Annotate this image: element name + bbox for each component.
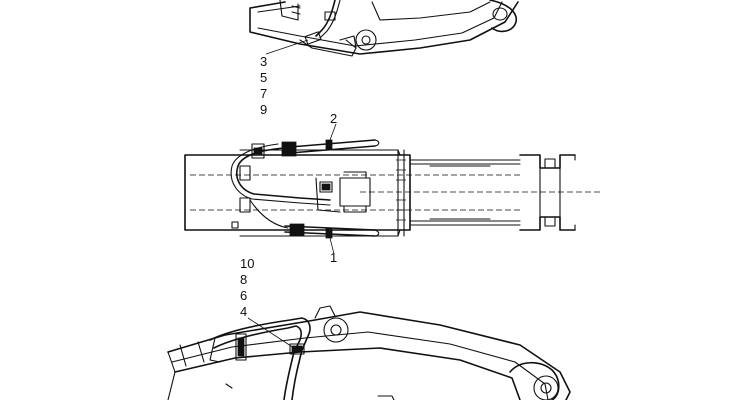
callout-label: 6 xyxy=(240,288,247,303)
callout-label: 4 xyxy=(240,304,247,319)
callout-group-bottom: 10 8 6 4 xyxy=(240,256,254,319)
callout-label: 5 xyxy=(260,70,267,85)
callout-label: 2 xyxy=(330,111,337,126)
callout-group-top: 3 5 7 9 xyxy=(260,54,267,117)
callout-middle-upper: 2 xyxy=(330,111,337,126)
callout-label: 9 xyxy=(260,102,267,117)
callout-label: 1 xyxy=(330,250,337,265)
callout-label: 10 xyxy=(240,256,254,271)
callout-label: 8 xyxy=(240,272,247,287)
callout-label: 7 xyxy=(260,86,267,101)
callout-label: 3 xyxy=(260,54,267,69)
middle-plan-view xyxy=(184,123,600,255)
top-boom-view xyxy=(249,0,519,57)
callout-middle-lower: 1 xyxy=(330,250,337,265)
bottom-boom-view xyxy=(167,305,571,400)
